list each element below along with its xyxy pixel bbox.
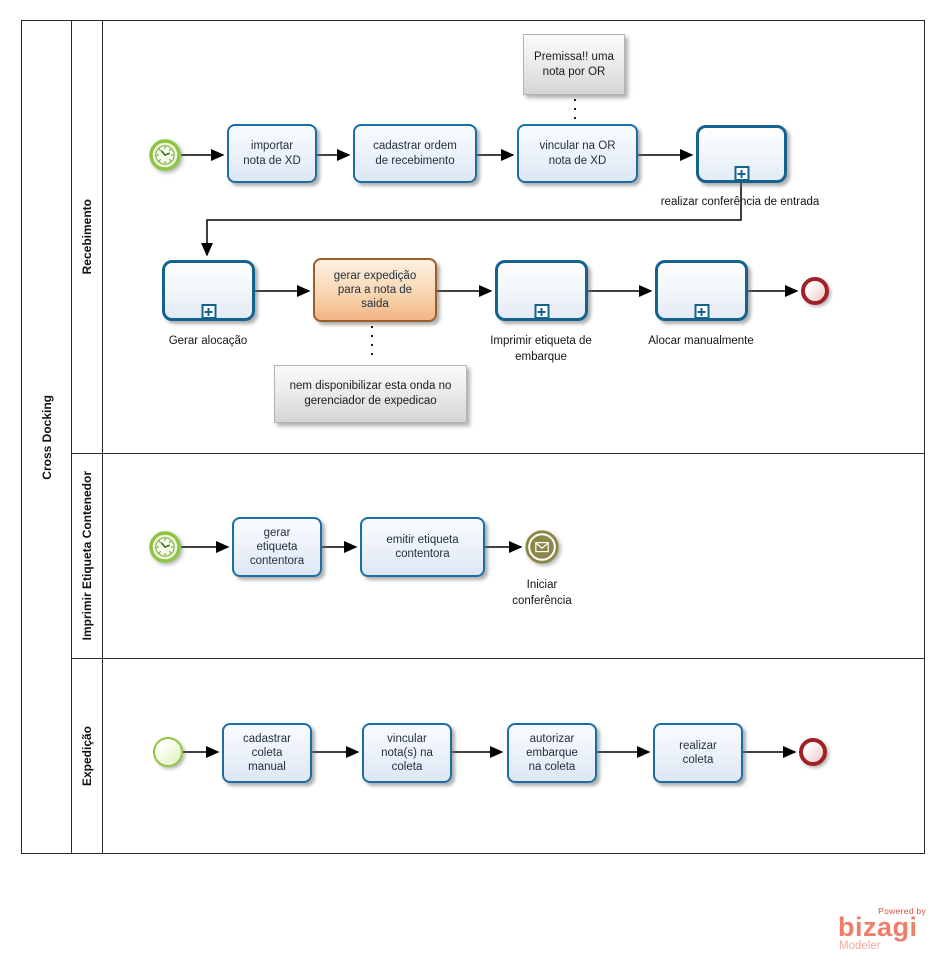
task-vincular-or-nota-xd[interactable]: vincular na OR nota de XD <box>517 124 638 183</box>
task-gerar-expedicao-nota-saida[interactable]: gerar expedição para a nota de saida <box>313 258 437 322</box>
timer-icon <box>149 531 181 563</box>
task-gerar-expedicao-label: gerar expedição para a nota de saida <box>333 269 417 310</box>
task-realizar-coleta[interactable]: realizar coleta <box>653 723 743 783</box>
bizagi-logo: Powered by bizagi Modeler <box>838 906 926 952</box>
annotation-onda[interactable]: nem disponibilizar esta onda no gerencia… <box>274 365 467 423</box>
logo-product: Modeler <box>839 939 881 952</box>
subprocess-realizar-conferencia-entrada[interactable] <box>696 125 787 183</box>
task-vincular-or-label: vincular na OR nota de XD <box>539 140 616 167</box>
task-cadastrar-ordem-recebimento[interactable]: cadastrar ordem de recebimento <box>353 124 477 183</box>
subprocess-imprimir-etiqueta-embarque[interactable] <box>495 260 588 321</box>
subprocess-alocar-manualmente-label: Alocar manualmente <box>648 335 754 347</box>
task-importar-nota-xd[interactable]: importar nota de XD <box>227 124 317 183</box>
task-emitir-etiqueta-contentora[interactable]: emitir etiqueta contentora <box>360 517 485 577</box>
annotation-premissa-text: Premissa!! uma nota por OR <box>534 50 614 78</box>
lane-recebimento-body <box>103 21 924 453</box>
lane-recebimento-header: Recebimento <box>72 21 103 453</box>
end-event-expedicao[interactable] <box>799 738 827 766</box>
task-autorizar-embarque-coleta[interactable]: autorizar embarque na coleta <box>507 723 597 783</box>
annotation-onda-text: nem disponibilizar esta onda no gerencia… <box>289 380 452 407</box>
subprocess-imprimir-etiqueta-embarque-label: Imprimir etiqueta de embarque <box>490 335 592 363</box>
timer-icon <box>149 139 181 171</box>
task-gerar-etiqueta-contentora[interactable]: gerar etiqueta contentora <box>232 517 322 577</box>
task-cadastrar-coleta-label: cadastrar coleta manual <box>243 732 291 773</box>
task-vincular-notas-coleta[interactable]: vincular nota(s) na coleta <box>362 723 452 783</box>
start-timer-event-etiqueta[interactable] <box>149 531 181 563</box>
subprocess-plus-icon[interactable] <box>694 304 709 319</box>
task-realizar-coleta-label: realizar coleta <box>679 739 717 766</box>
task-cadastrar-coleta-manual[interactable]: cadastrar coleta manual <box>222 723 312 783</box>
lane-expedicao[interactable]: Expedição <box>72 659 924 853</box>
lane-etiqueta-body <box>103 454 924 658</box>
start-timer-event-recebimento[interactable] <box>149 139 181 171</box>
pool-label-column[interactable]: Cross Docking <box>22 21 72 853</box>
task-importar-nota-xd-label: importar nota de XD <box>243 140 301 167</box>
lane-expedicao-header: Expedição <box>72 659 103 853</box>
subprocess-plus-icon[interactable] <box>534 304 549 319</box>
subprocess-plus-icon[interactable] <box>201 304 216 319</box>
task-autorizar-embarque-label: autorizar embarque na coleta <box>526 732 578 773</box>
lane-imprimir-etiqueta-contenedor[interactable]: Imprimir Etiqueta Contenedor <box>72 454 924 659</box>
task-cadastrar-ordem-label: cadastrar ordem de recebimento <box>373 140 457 167</box>
subprocess-gerar-alocacao-label: Gerar alocação <box>168 335 248 347</box>
message-event-iniciar-conferencia[interactable] <box>525 530 559 564</box>
start-event-expedicao[interactable] <box>153 737 183 767</box>
subprocess-gerar-alocacao[interactable] <box>162 260 255 321</box>
subprocess-plus-icon[interactable] <box>734 166 749 181</box>
task-vincular-notas-label: vincular nota(s) na coleta <box>381 732 433 773</box>
lanes-container: Recebimento Imprimir Etiqueta Contenedor… <box>72 21 924 853</box>
task-emitir-etiqueta-label: emitir etiqueta contentora <box>386 533 459 560</box>
lane-expedicao-label: Expedição <box>80 725 94 787</box>
subprocess-alocar-manualmente[interactable] <box>655 260 748 321</box>
lane-etiqueta-header: Imprimir Etiqueta Contenedor <box>72 454 103 658</box>
end-event-recebimento[interactable] <box>801 277 829 305</box>
lane-etiqueta-label: Imprimir Etiqueta Contenedor <box>80 471 94 641</box>
annotation-premissa[interactable]: Premissa!! uma nota por OR <box>523 34 625 95</box>
lane-recebimento-label: Recebimento <box>80 199 94 275</box>
logo-powered-by: Powered by <box>878 906 926 916</box>
pool-title: Cross Docking <box>39 394 54 480</box>
task-gerar-etiqueta-label: gerar etiqueta contentora <box>249 526 305 567</box>
lane-recebimento[interactable]: Recebimento <box>72 21 924 454</box>
message-event-label: Iniciar conferência <box>512 579 572 607</box>
subprocess-realizar-conferencia-entrada-label: realizar conferência de entrada <box>660 196 820 208</box>
logo-brand: bizagi <box>838 912 918 942</box>
message-envelope-icon <box>525 530 559 564</box>
